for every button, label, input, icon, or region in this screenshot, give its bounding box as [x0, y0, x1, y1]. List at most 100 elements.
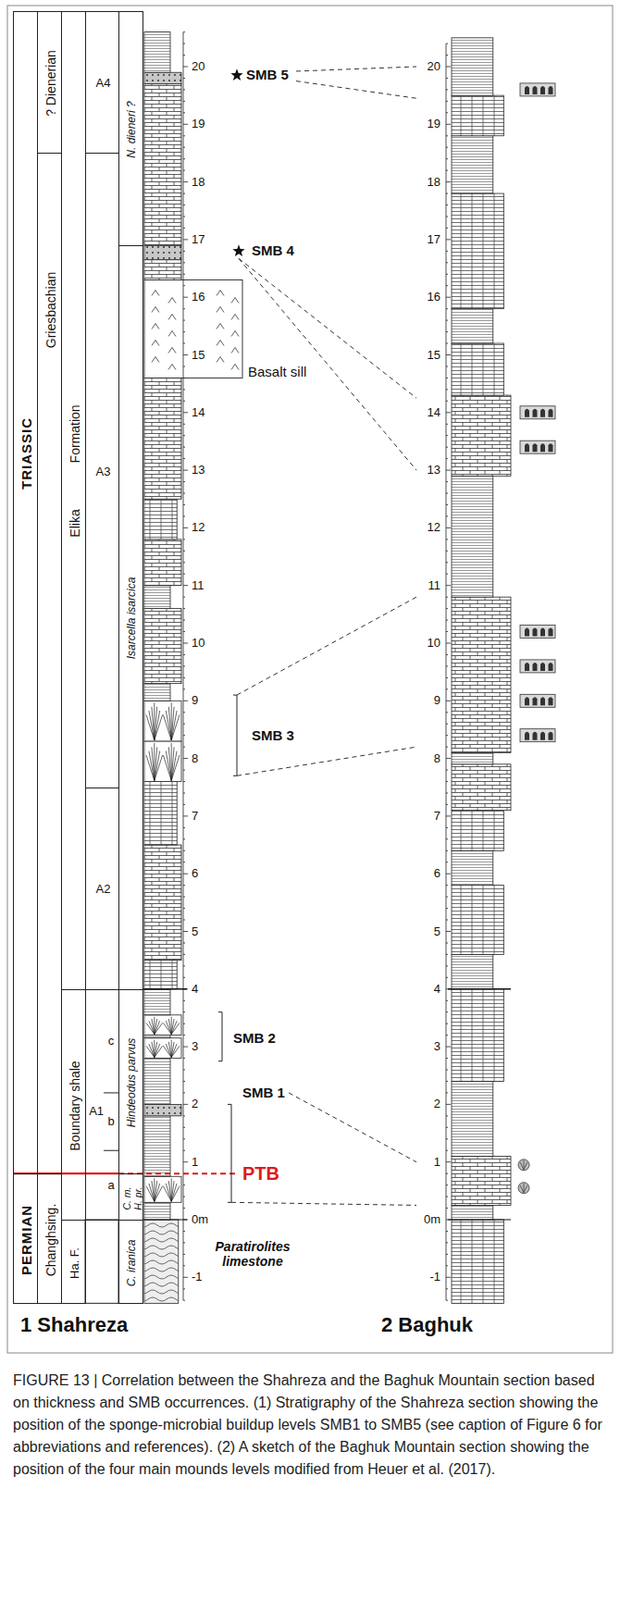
correlation-line: [238, 258, 417, 471]
unit-name: A1: [88, 1103, 104, 1118]
figure-caption: FIGURE 13 | Correlation between the Shah…: [12, 1369, 608, 1481]
depth-label: 3: [191, 1040, 199, 1054]
formation-band: Elika Formation: [61, 11, 87, 991]
zone-band: Isarcella isarcica: [118, 245, 144, 991]
unit-band: A3: [85, 152, 120, 788]
depth-label: 0m: [423, 1213, 441, 1228]
depth-label: 14: [191, 405, 205, 420]
subunit-tick: [103, 1150, 119, 1152]
mound-symbol: [520, 406, 556, 420]
small-mound-symbol: [518, 1182, 530, 1194]
zone-band: C. m.H. pr.: [118, 1173, 144, 1221]
depth-label: 9: [191, 694, 199, 708]
depth-label: 5: [191, 924, 199, 939]
correlation-line: [288, 1092, 417, 1163]
depth-label: 19: [191, 117, 205, 132]
unit-name: A3: [96, 464, 112, 479]
rock-bed: [144, 989, 171, 1016]
figure-frame: [7, 5, 613, 1353]
stage-band: ? Dienerian: [37, 11, 62, 154]
depth-label: 10: [191, 636, 205, 651]
boundary-line: [447, 988, 511, 991]
rock-bed: [451, 395, 511, 476]
depth-label: 2: [191, 1097, 199, 1112]
depth-label: 11: [428, 578, 442, 593]
depth-label: 0m: [191, 1213, 209, 1228]
correlation-line: [296, 81, 417, 100]
rock-bed: [144, 1058, 171, 1105]
level-label: SMB 1: [242, 1084, 286, 1101]
rock-bed: [144, 245, 182, 261]
rock-bed: [144, 585, 171, 609]
lithology-column: [144, 32, 182, 1304]
boundary-line: [142, 1219, 187, 1221]
formation-name: Ha. F.: [67, 1247, 82, 1279]
lithology-column: [451, 37, 511, 1303]
unit-band: A4: [85, 11, 120, 154]
formation-name: Boundary shale: [66, 1060, 82, 1151]
stage-band: Changhsing.: [37, 1173, 62, 1304]
depth-label: 16: [427, 290, 441, 305]
section-title: 1 Shahreza: [20, 1313, 128, 1337]
boundary-line: [447, 1219, 511, 1221]
rock-bed: [451, 1155, 511, 1205]
stage-band: Griesbachian: [37, 152, 62, 1175]
stage-name: ? Dienerian: [42, 49, 58, 117]
unit-band: [85, 1219, 119, 1303]
rock-bed: [451, 136, 494, 194]
depth-label: 15: [427, 347, 441, 362]
rock-bed: [144, 844, 182, 961]
depth-label: -1: [191, 1270, 203, 1285]
depth-label: 18: [191, 174, 205, 189]
depth-label: 3: [434, 1040, 441, 1054]
depth-label: 2: [434, 1097, 441, 1112]
star-symbol: [230, 68, 243, 81]
sponge-fan-symbol: [146, 1178, 163, 1202]
depth-label: 20: [191, 60, 205, 75]
rock-bed: [144, 1176, 182, 1203]
depth-label: 17: [191, 232, 205, 247]
mound-symbol: [520, 625, 556, 639]
formation-band: Ha. F.: [61, 1219, 87, 1304]
rock-bed: [144, 32, 171, 74]
rock-bed: [144, 1035, 171, 1039]
system-band: PERMIAN: [12, 1173, 38, 1304]
sponge-fan-symbol: [162, 743, 180, 782]
rock-label: Paratirolites limestone: [210, 1239, 295, 1269]
depth-label: 6: [434, 867, 441, 881]
rock-bed: [144, 781, 177, 846]
correlation-line: [236, 746, 417, 776]
sponge-fan-symbol: [146, 743, 163, 782]
rock-bed: [144, 377, 182, 499]
unit-name: A4: [96, 76, 112, 91]
depth-label: 15: [191, 347, 205, 362]
rock-bed: [451, 954, 494, 989]
depth-label: -1: [429, 1270, 441, 1285]
system-band: TRIASSIC: [12, 11, 38, 1175]
depth-label: 1: [434, 1154, 441, 1169]
zone-name: H. pr.: [133, 1186, 144, 1210]
zone-name: C. m.: [121, 1186, 132, 1210]
depth-scale: [183, 32, 188, 1302]
rock-bed: [144, 1219, 179, 1303]
section-title: 2 Baghuk: [381, 1313, 473, 1337]
depth-label: 4: [434, 981, 441, 996]
level-bracket: [227, 1103, 232, 1203]
rock-bed: [144, 741, 182, 782]
depth-label: 5: [434, 924, 441, 939]
depth-label: 17: [427, 232, 441, 247]
boundary-line: [142, 988, 187, 991]
depth-label: 19: [427, 117, 441, 132]
rock-bed: [451, 193, 504, 310]
rock-bed: [144, 1116, 171, 1177]
depth-label: 12: [427, 520, 441, 535]
sponge-fan-symbol: [146, 1016, 163, 1035]
sponge-fan-symbol: [162, 1016, 180, 1035]
depth-label: 7: [434, 808, 441, 823]
correlation-line: [231, 1202, 417, 1205]
level-bracket: [218, 1012, 223, 1062]
sponge-fan-symbol: [162, 702, 180, 741]
basalt-sill: [144, 280, 243, 379]
zone-band: Hindeodus parvus: [118, 989, 144, 1175]
